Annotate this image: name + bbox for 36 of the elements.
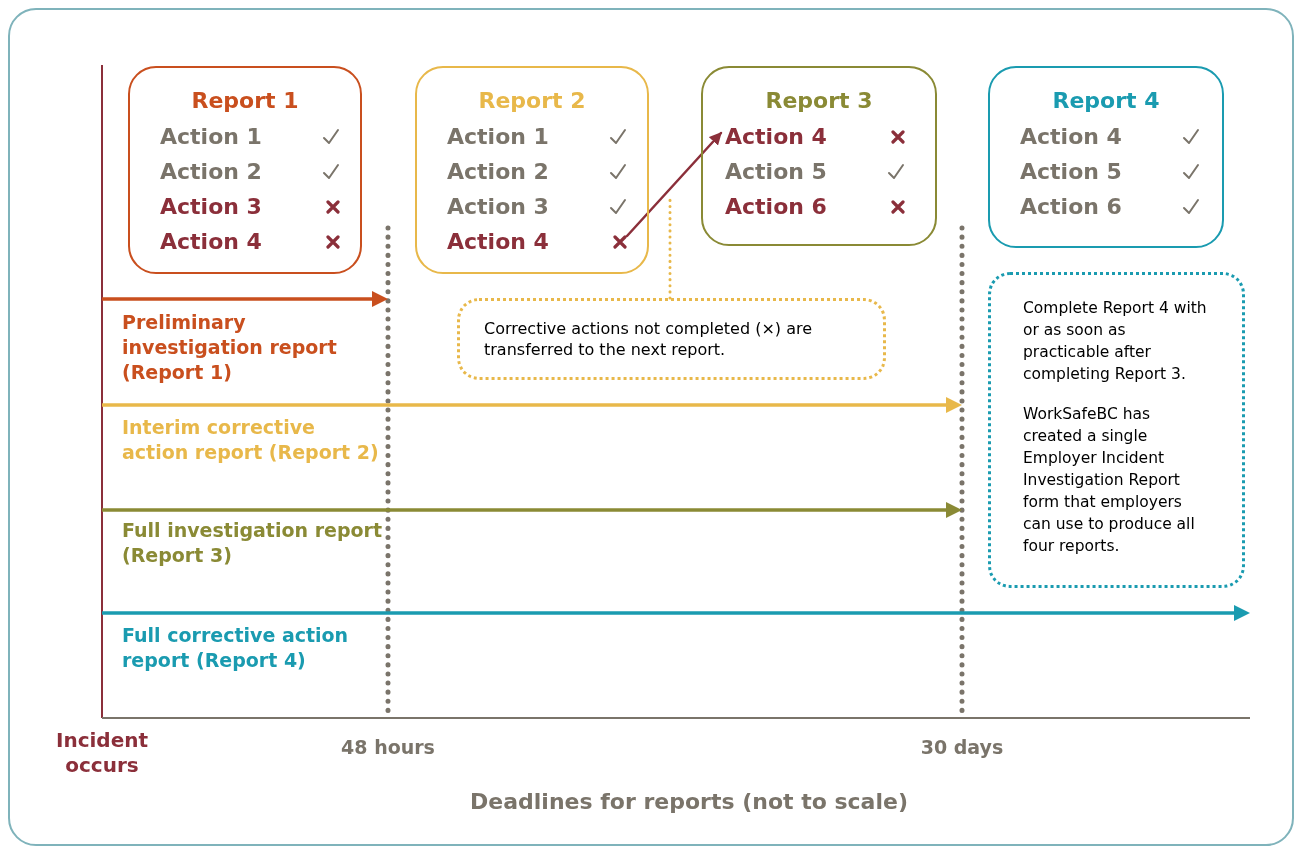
action-label: Action 1 <box>160 126 262 148</box>
action-label: Action 5 <box>1020 161 1122 183</box>
note-text: Corrective actions not completed (×) are transferred to the next report. <box>484 318 814 360</box>
report-description: Full investigation report (Report 3) <box>122 518 382 568</box>
deadline-label: 30 days <box>919 735 1005 760</box>
report-card <box>415 66 649 274</box>
incident-label: Incident occurs <box>54 728 150 778</box>
callout-box <box>457 298 886 380</box>
action-label: Action 3 <box>447 196 549 218</box>
report-title: Report 4 <box>1051 90 1161 112</box>
action-label: Action 4 <box>1020 126 1122 148</box>
report-title: Report 1 <box>190 90 300 112</box>
report-description: Full corrective action report (Report 4) <box>122 623 350 673</box>
report-card <box>128 66 362 274</box>
note-text: Complete Report 4 with or as soon as practicable after completing Report 3. <box>1023 298 1208 385</box>
action-label: Action 5 <box>725 161 827 183</box>
report-title: Report 2 <box>477 90 587 112</box>
axis-title: Deadlines for reports (not to scale) <box>469 788 909 816</box>
deadline-label: 48 hours <box>340 735 436 760</box>
action-label: Action 6 <box>725 196 827 218</box>
report-card <box>701 66 937 246</box>
action-label: Action 2 <box>447 161 549 183</box>
action-label: Action 1 <box>447 126 549 148</box>
action-label: Action 3 <box>160 196 262 218</box>
report-description: Preliminary investigation report (Report 1) <box>122 310 338 385</box>
action-label: Action 6 <box>1020 196 1122 218</box>
action-label: Action 4 <box>447 231 549 253</box>
report-title: Report 3 <box>764 90 874 112</box>
arrow <box>625 131 723 238</box>
note-box <box>988 272 1245 588</box>
action-label: Action 4 <box>725 126 827 148</box>
note-text: WorkSafeBC has created a single Employer Incident Investigation Report form that employers can use to produce all four reports. <box>1023 404 1196 557</box>
action-label: Action 2 <box>160 161 262 183</box>
action-label: Action 4 <box>160 231 262 253</box>
report-card <box>988 66 1224 248</box>
report-description: Interim corrective action report (Report 2) <box>122 415 380 465</box>
